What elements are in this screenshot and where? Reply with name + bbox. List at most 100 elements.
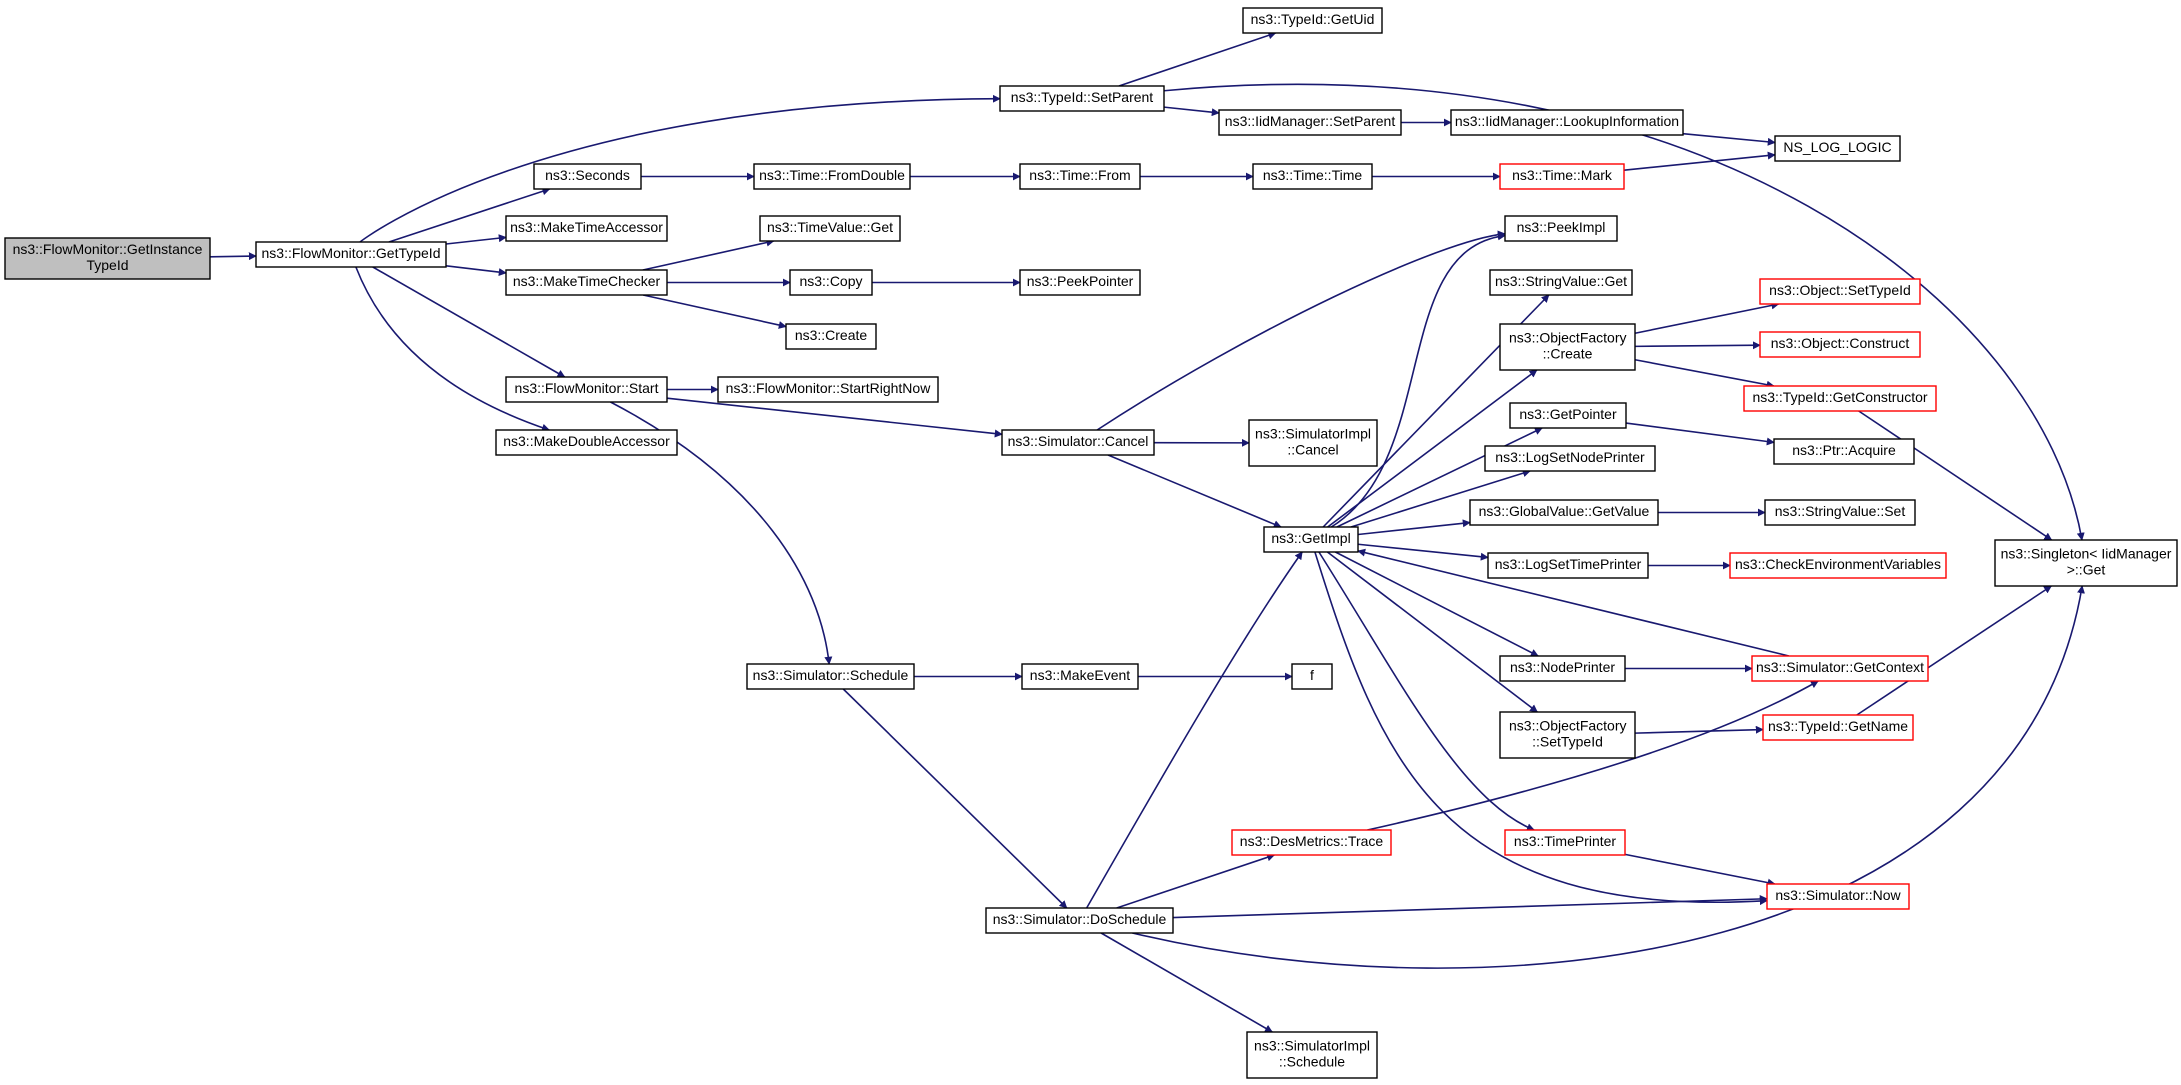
node-getuid[interactable]: ns3::TypeId::GetUid xyxy=(1242,7,1383,34)
node-makeevent[interactable]: ns3::MakeEvent xyxy=(1021,663,1139,690)
node-fmstart[interactable]: ns3::FlowMonitor::Start xyxy=(505,376,668,403)
node-peekimpl[interactable]: ns3::PeekImpl xyxy=(1504,215,1618,242)
node-objconstruct[interactable]: ns3::Object::Construct xyxy=(1759,331,1921,358)
node-gettypeid[interactable]: ns3::FlowMonitor::GetTypeId xyxy=(255,241,447,268)
node-nodeprinter[interactable]: ns3::NodePrinter xyxy=(1499,655,1626,682)
node-logsetnodeprinter[interactable]: ns3::LogSetNodePrinter xyxy=(1484,445,1656,472)
node-checkenv-box xyxy=(1729,552,1947,579)
node-desmetrics[interactable]: ns3::DesMetrics::Trace xyxy=(1231,829,1392,856)
node-getpointer-label-0: ns3::GetPointer xyxy=(1519,406,1617,422)
edge-simdoschedule-to-getimpl xyxy=(1085,551,1303,909)
node-maketimeaccessor[interactable]: ns3::MakeTimeAccessor xyxy=(505,215,668,242)
node-peekpointer[interactable]: ns3::PeekPointer xyxy=(1019,269,1141,296)
edge-desmetrics-to-simgetcontext xyxy=(1367,680,1819,831)
node-fromdouble-label-0: ns3::Time::FromDouble xyxy=(759,167,905,183)
node-simgetcontext[interactable]: ns3::Simulator::GetContext xyxy=(1751,655,1929,682)
edge-getimpl-to-timeprinter xyxy=(1318,551,1535,831)
node-stringvalueget-box xyxy=(1489,269,1633,296)
node-getimpl[interactable]: ns3::GetImpl xyxy=(1263,526,1359,553)
node-desmetrics-label-0: ns3::DesMetrics::Trace xyxy=(1240,833,1384,849)
node-seconds[interactable]: ns3::Seconds xyxy=(533,163,642,190)
node-lookup[interactable]: ns3::IidManager::LookupInformation xyxy=(1450,109,1684,136)
edge-getimpl-to-objfactorysettypeid xyxy=(1326,551,1538,713)
node-simimplschedule[interactable]: ns3::SimulatorImpl::Schedule xyxy=(1246,1031,1378,1079)
edge-maketimechecker-to-create xyxy=(642,294,787,329)
node-root-label-1: TypeId xyxy=(86,257,128,273)
node-f[interactable]: f xyxy=(1291,663,1333,690)
node-stringvalueget[interactable]: ns3::StringValue::Get xyxy=(1489,269,1633,296)
node-maketimechecker[interactable]: ns3::MakeTimeChecker xyxy=(505,269,668,296)
node-stringvalueset[interactable]: ns3::StringValue::Set xyxy=(1764,499,1916,526)
node-timefrom[interactable]: ns3::Time::From xyxy=(1019,163,1141,190)
node-timetime-box xyxy=(1252,163,1373,190)
node-lookup-label-0: ns3::IidManager::LookupInformation xyxy=(1455,113,1679,129)
edge-simgetcontext-to-getimpl xyxy=(1357,548,1790,657)
node-objfactorysettypeid-label-0: ns3::ObjectFactory xyxy=(1509,718,1627,734)
node-setparent[interactable]: ns3::TypeId::SetParent xyxy=(999,85,1165,112)
node-simnow[interactable]: ns3::Simulator::Now xyxy=(1766,883,1910,910)
node-objsettypeid[interactable]: ns3::Object::SetTypeId xyxy=(1759,278,1921,305)
node-copy-label-0: ns3::Copy xyxy=(799,273,862,289)
node-iidsetparent[interactable]: ns3::IidManager::SetParent xyxy=(1218,109,1402,136)
node-getpointer-box xyxy=(1509,402,1627,429)
edge-getpointer-to-ptracquire xyxy=(1625,422,1775,446)
node-getconstructor[interactable]: ns3::TypeId::GetConstructor xyxy=(1743,385,1937,412)
node-startrightnow[interactable]: ns3::FlowMonitor::StartRightNow xyxy=(717,376,939,403)
node-simcancel[interactable]: ns3::Simulator::Cancel xyxy=(1001,429,1155,456)
edge-objfactorysettypeid-to-typeidgetname xyxy=(1634,725,1764,734)
node-getpointer[interactable]: ns3::GetPointer xyxy=(1509,402,1627,429)
node-getuid-box xyxy=(1242,7,1383,34)
node-checkenv[interactable]: ns3::CheckEnvironmentVariables xyxy=(1729,552,1947,579)
edge-gettypeid-to-maketimechecker xyxy=(445,265,507,277)
node-simcancel-label-0: ns3::Simulator::Cancel xyxy=(1008,433,1149,449)
node-copy[interactable]: ns3::Copy xyxy=(789,269,873,296)
node-objconstruct-label-0: ns3::Object::Construct xyxy=(1771,335,1910,351)
node-ptracquire[interactable]: ns3::Ptr::Acquire xyxy=(1773,438,1915,465)
node-create[interactable]: ns3::Create xyxy=(785,323,877,350)
node-checkenv-label-0: ns3::CheckEnvironmentVariables xyxy=(1735,556,1941,572)
node-simimplcancel[interactable]: ns3::SimulatorImpl::Cancel xyxy=(1248,419,1378,467)
node-ptracquire-label-0: ns3::Ptr::Acquire xyxy=(1792,442,1896,458)
node-objfactorycreate-box xyxy=(1499,323,1636,371)
node-timeprinter[interactable]: ns3::TimePrinter xyxy=(1504,829,1626,856)
node-objsettypeid-box xyxy=(1759,278,1921,305)
node-simdoschedule[interactable]: ns3::Simulator::DoSchedule xyxy=(985,907,1174,934)
edge-getimpl-to-globalgetvalue xyxy=(1357,519,1471,536)
edge-objfactorycreate-to-objsettypeid xyxy=(1634,301,1780,335)
node-objfactorysettypeid-box xyxy=(1499,711,1636,759)
node-objfactorysettypeid[interactable]: ns3::ObjectFactory::SetTypeId xyxy=(1499,711,1636,759)
node-maketimeaccessor-label-0: ns3::MakeTimeAccessor xyxy=(510,219,663,235)
node-nodeprinter-label-0: ns3::NodePrinter xyxy=(1510,659,1615,675)
edge-simcancel-to-getimpl xyxy=(1107,454,1282,528)
node-nslog[interactable]: NS_LOG_LOGIC xyxy=(1774,135,1901,162)
node-getuid-label-0: ns3::TypeId::GetUid xyxy=(1251,11,1375,27)
node-logsettimeprinter[interactable]: ns3::LogSetTimePrinter xyxy=(1487,552,1649,579)
node-timemark-label-0: ns3::Time::Mark xyxy=(1512,167,1613,183)
node-timemark[interactable]: ns3::Time::Mark xyxy=(1499,163,1625,190)
node-makeevent-box xyxy=(1021,663,1139,690)
edge-setparent-to-getuid xyxy=(1118,31,1277,87)
node-typeidgetname[interactable]: ns3::TypeId::GetName xyxy=(1762,714,1914,741)
node-timevalueget[interactable]: ns3::TimeValue::Get xyxy=(759,215,901,242)
edge-getimpl-to-nodeprinter xyxy=(1335,551,1539,657)
node-makedoubleaccessor[interactable]: ns3::MakeDoubleAccessor xyxy=(495,429,678,456)
node-timetime[interactable]: ns3::Time::Time xyxy=(1252,163,1373,190)
node-objsettypeid-label-0: ns3::Object::SetTypeId xyxy=(1769,282,1911,298)
node-f-box xyxy=(1291,663,1333,690)
node-gettypeid-label-0: ns3::FlowMonitor::GetTypeId xyxy=(262,245,441,261)
node-singleton[interactable]: ns3::Singleton< IidManager >::Get xyxy=(1994,539,2178,587)
edge-getconstructor-to-singleton xyxy=(1858,410,2053,541)
node-maketimechecker-label-0: ns3::MakeTimeChecker xyxy=(513,273,661,289)
node-timeprinter-box xyxy=(1504,829,1626,856)
node-fromdouble[interactable]: ns3::Time::FromDouble xyxy=(753,163,911,190)
node-objfactorycreate[interactable]: ns3::ObjectFactory::Create xyxy=(1499,323,1636,371)
node-globalgetvalue[interactable]: ns3::GlobalValue::GetValue xyxy=(1469,499,1659,526)
edge-fmstart-to-simcancel xyxy=(666,397,1003,438)
node-create-label-0: ns3::Create xyxy=(795,327,868,343)
edge-setparent-to-singleton xyxy=(1163,83,2085,541)
edge-gettypeid-to-setparent xyxy=(359,94,1001,243)
call-nodes: ns3::FlowMonitor::GetInstanceTypeIdns3::… xyxy=(4,7,2178,1079)
node-simschedule[interactable]: ns3::Simulator::Schedule xyxy=(746,663,915,690)
node-globalgetvalue-label-0: ns3::GlobalValue::GetValue xyxy=(1479,503,1650,519)
